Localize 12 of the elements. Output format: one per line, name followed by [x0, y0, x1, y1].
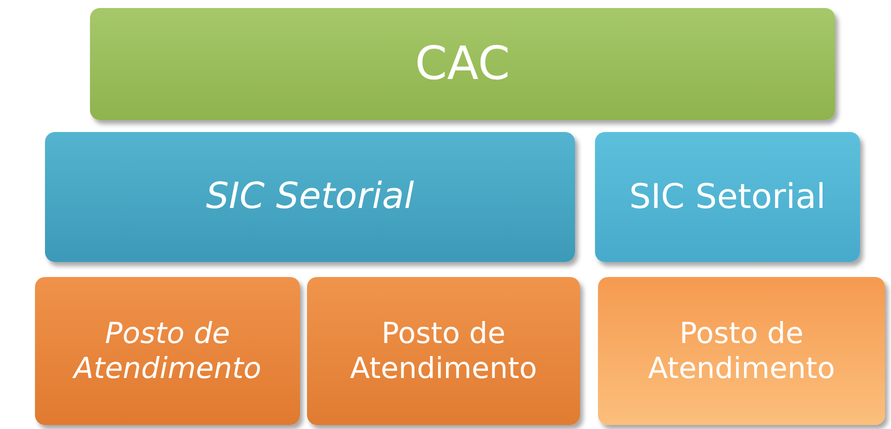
- block-label: Posto de Atendimento: [349, 316, 538, 386]
- block: [598, 277, 885, 425]
- block-label: SIC Setorial: [204, 175, 416, 219]
- block-label: Posto de Atendimento: [71, 316, 262, 386]
- block: [595, 132, 860, 262]
- block-label: CAC: [414, 36, 511, 92]
- block-label: SIC Setorial: [628, 176, 827, 218]
- block: [45, 132, 575, 262]
- block: [307, 277, 580, 425]
- block: [35, 277, 300, 425]
- block-label: Posto de Atendimento: [647, 316, 836, 386]
- block: [90, 8, 835, 120]
